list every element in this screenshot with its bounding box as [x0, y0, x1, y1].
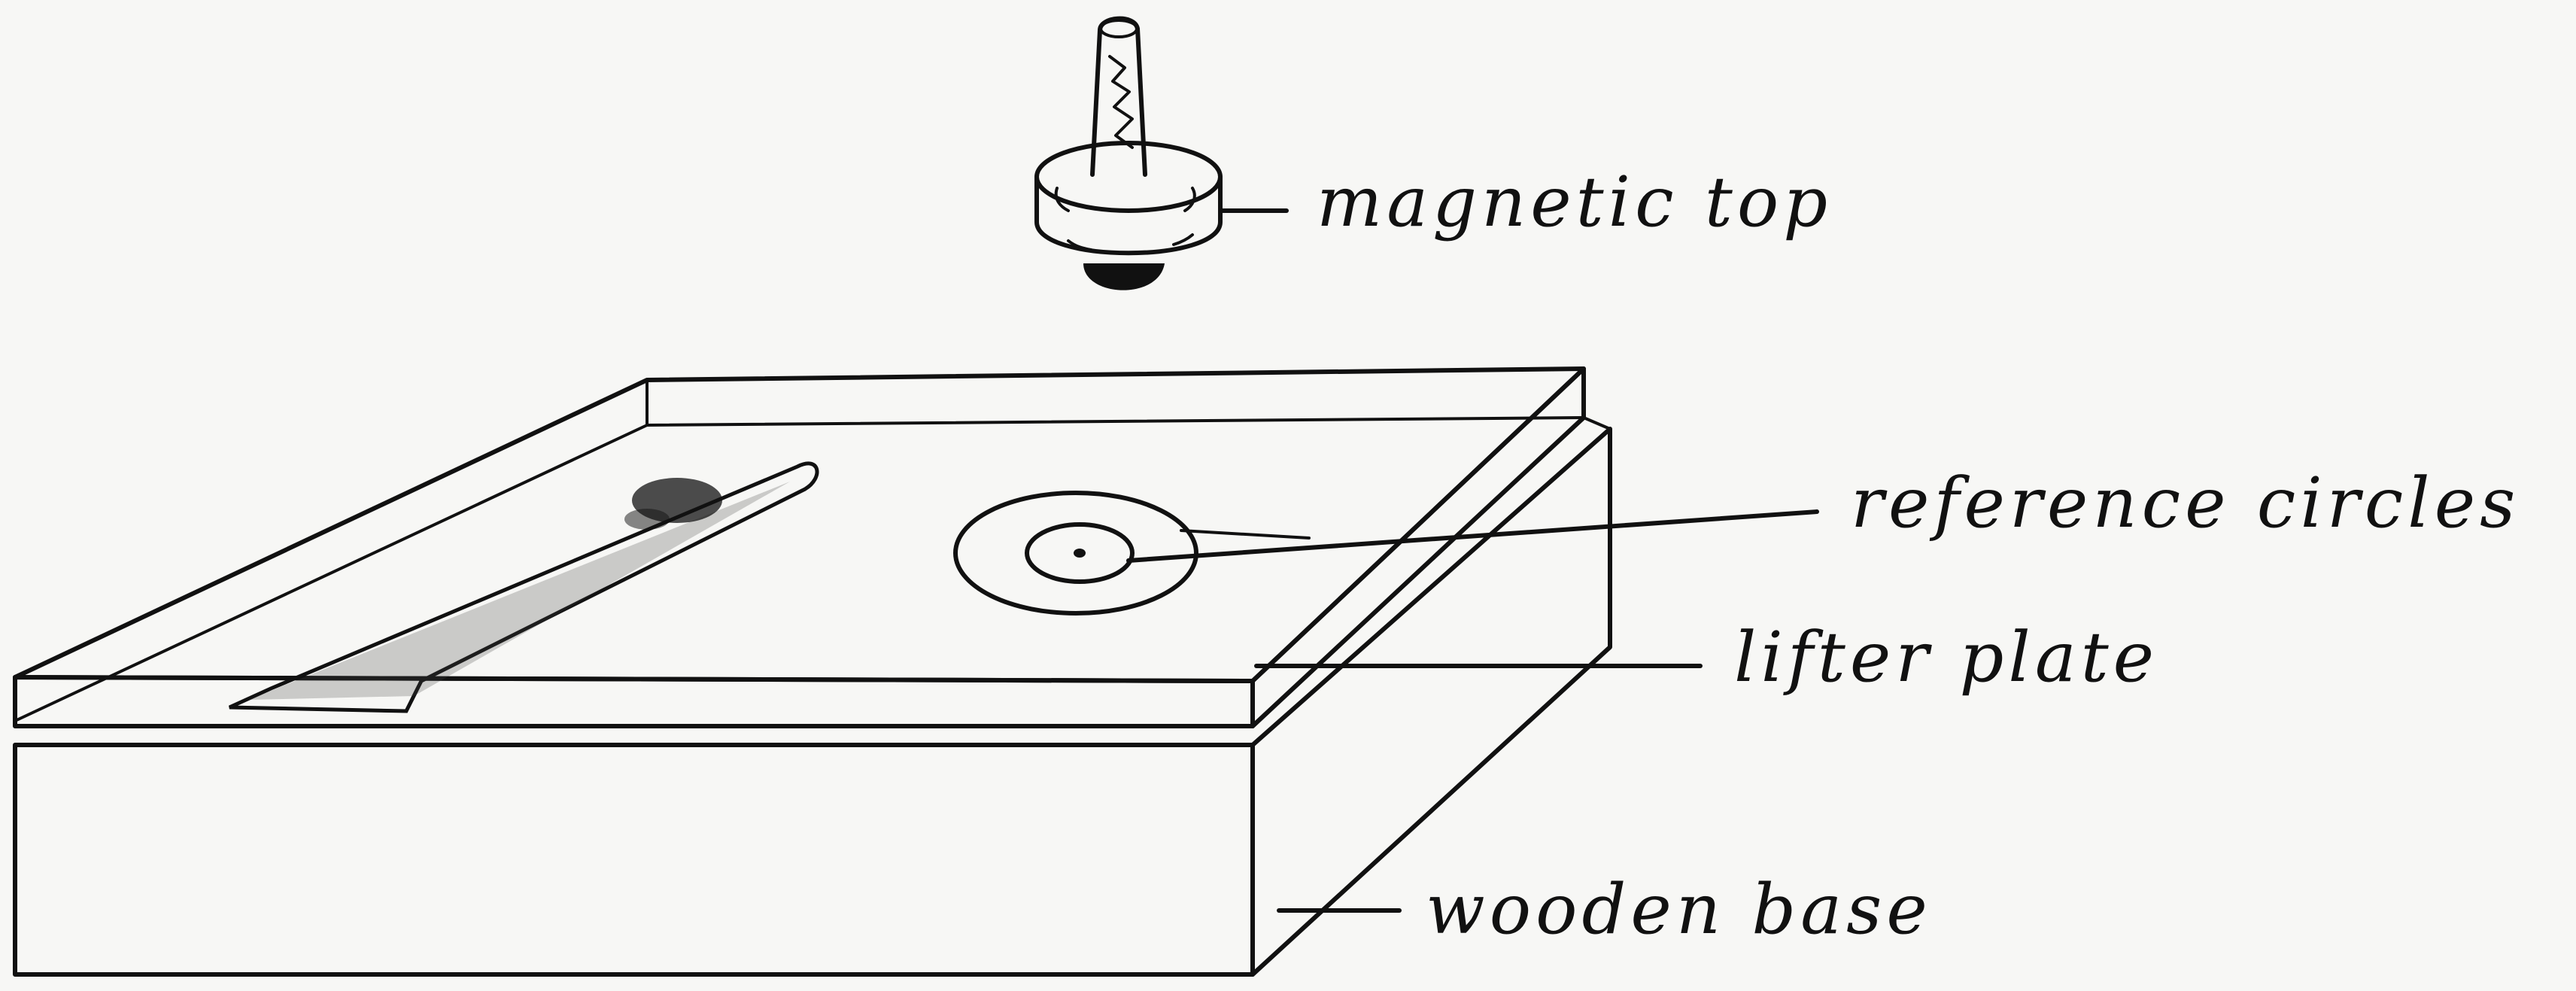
- wooden-base: [13, 416, 1612, 977]
- stipple-strip: [228, 461, 819, 713]
- top-stem: [1090, 16, 1147, 177]
- inner-reference-circle: [1025, 522, 1135, 584]
- top-disc-body: [1034, 175, 1223, 256]
- label-lifter-plate: lifter plate: [1734, 617, 2158, 698]
- base-side-face: [1250, 427, 1612, 977]
- magnetic-top: [1034, 16, 1289, 290]
- label-wooden-base: wooden base: [1426, 869, 1932, 950]
- stem-end: [1099, 19, 1138, 38]
- top-tip: [1083, 263, 1165, 290]
- base-front-face: [13, 743, 1255, 977]
- plate-front-face: [13, 675, 1255, 728]
- reference-circles: [953, 491, 1198, 616]
- label-magnetic-top: magnetic top: [1317, 162, 1832, 242]
- label-reference-circles: reference circles: [1851, 463, 2520, 543]
- center-dot: [1074, 549, 1086, 558]
- reference-circles-leader: [1126, 509, 1819, 563]
- lifter-plate: [13, 366, 1586, 728]
- stem-squiggle: [1108, 55, 1134, 149]
- outer-reference-circle: [953, 491, 1198, 616]
- plate-side-face: [1250, 366, 1586, 728]
